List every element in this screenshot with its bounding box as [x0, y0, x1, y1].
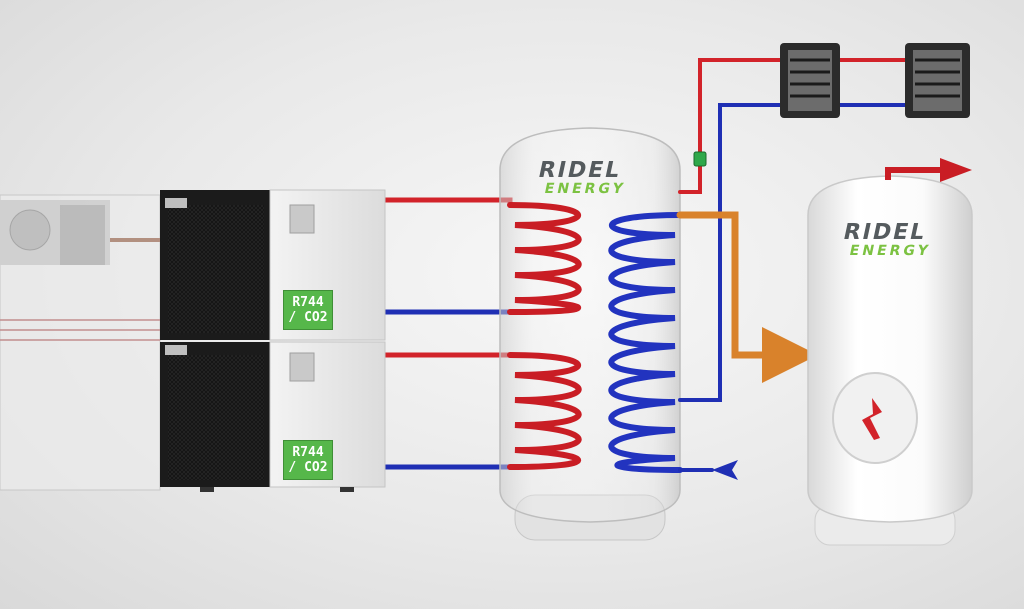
arrow-right-icon	[940, 158, 972, 182]
fan-coil-unit-2	[905, 43, 970, 118]
cold-inlet-arrow-icon	[712, 460, 738, 480]
brand-logo-line1: RIDEL	[840, 220, 929, 245]
refrigerant-label-line2: / CO2	[288, 460, 328, 475]
outlet-pipe	[885, 167, 945, 180]
background-cabinet	[0, 194, 161, 491]
heat-pump-unit-upper	[160, 189, 386, 341]
brand-logo-line2: ENERGY	[542, 181, 628, 197]
heating-coils	[507, 202, 683, 473]
brand-logo-line1: RIDEL	[535, 158, 624, 183]
fan-coil-unit-1	[780, 43, 840, 118]
refrigerant-label-line1: R744	[292, 295, 324, 310]
refrigerant-label-lower: R744 / CO2	[283, 440, 333, 480]
lightning-bolt-icon	[862, 398, 882, 440]
secondary-pipes	[676, 58, 912, 472]
refrigerant-label-line1: R744	[292, 445, 324, 460]
hot-water-cylinder	[807, 175, 973, 546]
primary-pipes	[382, 197, 513, 470]
brand-logo-line2: ENERGY	[847, 243, 933, 259]
brand-logo-buffer-tank: RIDEL ENERGY	[533, 158, 632, 197]
refrigerant-label-line2: / CO2	[288, 310, 328, 325]
heat-pump-unit-lower	[160, 341, 386, 492]
brand-logo-hot-water-cylinder: RIDEL ENERGY	[838, 220, 937, 259]
valve-icon	[693, 151, 707, 167]
refrigerant-label-upper: R744 / CO2	[283, 290, 333, 330]
